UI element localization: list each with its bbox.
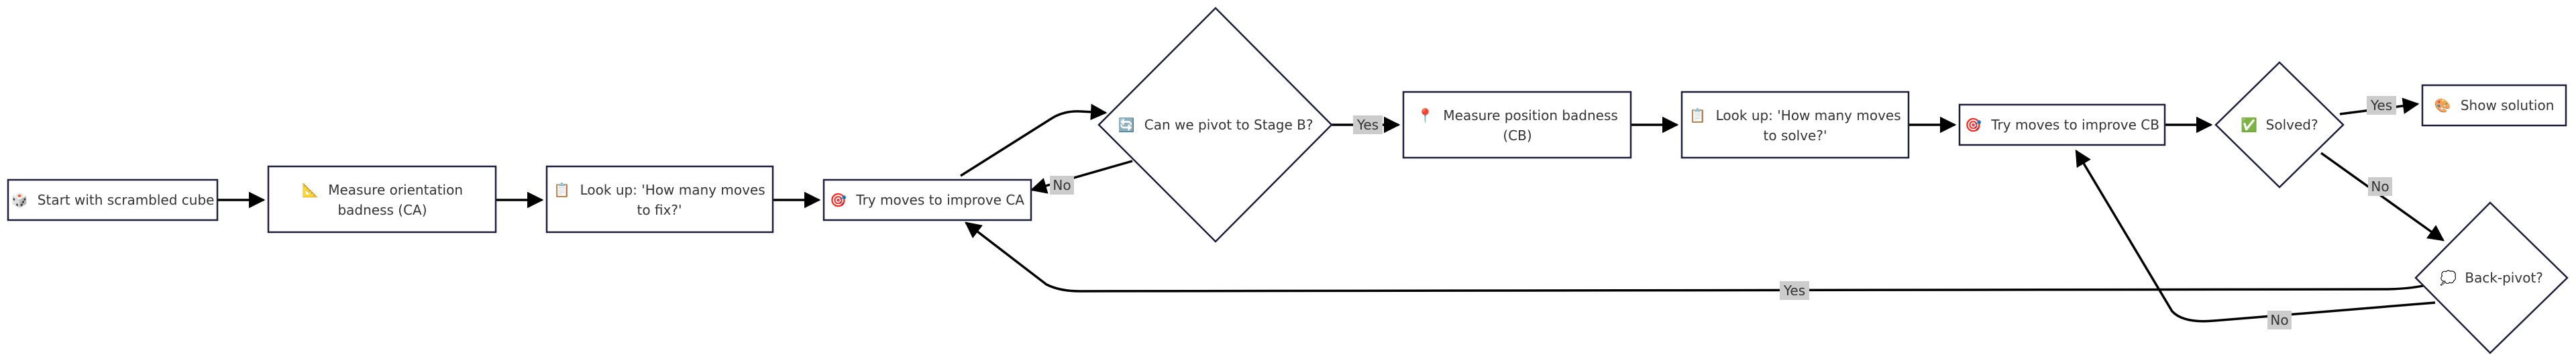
edge-label-back-yes: Yes	[1780, 281, 1809, 300]
dice-icon: 🎲	[11, 192, 28, 208]
node-lookup-solve[interactable]: 📋 Look up: 'How many moves to solve?'	[1680, 91, 1910, 159]
node-solved[interactable]: ✅ Solved?	[2214, 61, 2345, 189]
edge-label-solved-yes-text: Yes	[2370, 97, 2392, 113]
node-try-cb-label: Try moves to improve CB	[1990, 117, 2159, 133]
node-lookup-fix-line2: to fix?'	[637, 202, 682, 218]
check-icon: ✅	[2241, 117, 2257, 133]
edge-back-pivot-no-to-try-cb	[2075, 149, 2436, 323]
edge-solved-no-to-back-pivot	[2320, 152, 2445, 242]
edge-label-pivot-no: No	[1050, 176, 1074, 195]
svg-text:✅ Solved?: ✅ Solved?	[2241, 117, 2318, 133]
svg-text:🎨 Show solution: 🎨 Show solution	[2434, 97, 2555, 113]
palette-icon: 🎨	[2434, 97, 2451, 113]
node-measure-cb-line2: (CB)	[1503, 127, 1532, 144]
edge-label-solved-no-text: No	[2371, 178, 2389, 195]
target-icon: 🎯	[1965, 117, 1982, 133]
thought-bubble-icon: 💭	[2440, 270, 2457, 286]
ruler-icon: 📐	[302, 182, 319, 198]
node-lookup-fix[interactable]: 📋 Look up: 'How many moves to fix?'	[545, 165, 774, 234]
clipboard-icon: 📋	[553, 182, 570, 198]
edge-pivot-b-no-to-try-ca	[1030, 160, 1133, 194]
node-start-label: Start with scrambled cube	[38, 192, 215, 208]
node-back-pivot[interactable]: 💭 Back-pivot?	[2414, 201, 2569, 354]
target-icon: 🎯	[830, 192, 847, 208]
edge-label-pivot-yes: Yes	[1353, 115, 1383, 134]
edge-label-back-no: No	[2267, 311, 2292, 329]
node-measure-ca-line1: Measure orientation	[328, 182, 463, 198]
svg-text:🎯 Try moves to improv: 🎯 Try moves to improve CB	[1965, 117, 2159, 133]
node-try-ca-label: Try moves to improve CA	[855, 192, 1024, 208]
svg-text:🎲 Start with scramble: 🎲 Start with scrambled cube	[11, 192, 215, 208]
node-start[interactable]: 🎲 Start with scrambled cube	[7, 178, 219, 221]
node-show[interactable]: 🎨 Show solution	[2421, 84, 2567, 127]
nodes: 🎲 Start with scrambled cube 📐 Measure or…	[7, 7, 2569, 354]
edge-try-ca-to-pivot-b	[960, 103, 1108, 177]
edge-labels: No Yes Yes No Yes No	[1050, 96, 2396, 329]
node-measure-ca-line2: badness (CA)	[337, 202, 427, 218]
node-pivot-b[interactable]: 🔄 Can we pivot to Stage B?	[1097, 7, 1333, 243]
edge-label-back-yes-text: Yes	[1783, 282, 1805, 299]
node-try-ca[interactable]: 🎯 Try moves to improve CA	[822, 178, 1032, 221]
node-pivot-b-label: Can we pivot to Stage B?	[1144, 117, 1313, 133]
node-lookup-fix-line1: Look up: 'How many moves	[580, 182, 765, 198]
node-lookup-solve-line1: Look up: 'How many moves	[1716, 107, 1901, 123]
svg-text:📋 Look up: 'How many: 📋 Look up: 'How many moves	[1689, 107, 1900, 123]
edge-label-solved-yes: Yes	[2367, 96, 2396, 115]
svg-text:📍 Measure position ba: 📍 Measure position badness	[1417, 107, 1618, 123]
node-try-cb[interactable]: 🎯 Try moves to improve CB	[1958, 103, 2166, 146]
edge-label-back-no-text: No	[2270, 312, 2288, 328]
node-show-label: Show solution	[2461, 97, 2555, 113]
pin-icon: 📍	[1417, 107, 1434, 123]
node-measure-ca[interactable]: 📐 Measure orientation badness (CA)	[267, 165, 497, 234]
svg-text:🔄 Can we pivot to Sta: 🔄 Can we pivot to Stage B?	[1118, 117, 1313, 133]
edge-label-pivot-no-text: No	[1053, 177, 1071, 193]
svg-text:📐 Measure orientation: 📐 Measure orientation	[302, 182, 463, 198]
clipboard-icon: 📋	[1689, 107, 1706, 123]
svg-text:📋 Look up: 'How many: 📋 Look up: 'How many moves	[553, 182, 765, 198]
edges	[218, 97, 2445, 323]
edge-label-pivot-yes-text: Yes	[1356, 117, 1379, 133]
node-back-pivot-label: Back-pivot?	[2465, 270, 2543, 286]
svg-text:💭 Back-pivot?: 💭 Back-pivot?	[2440, 270, 2543, 286]
edge-back-pivot-yes-to-try-ca	[965, 221, 2432, 293]
node-lookup-solve-line2: to solve?'	[1764, 127, 1827, 144]
arrows-cycle-icon: 🔄	[1118, 117, 1135, 133]
node-solved-label: Solved?	[2266, 117, 2318, 133]
edge-label-solved-no: No	[2368, 177, 2392, 196]
node-measure-cb[interactable]: 📍 Measure position badness (CB)	[1402, 91, 1632, 159]
node-measure-cb-line1: Measure position badness	[1443, 107, 1617, 123]
svg-text:🎯 Try moves to improv: 🎯 Try moves to improve CA	[830, 192, 1024, 208]
